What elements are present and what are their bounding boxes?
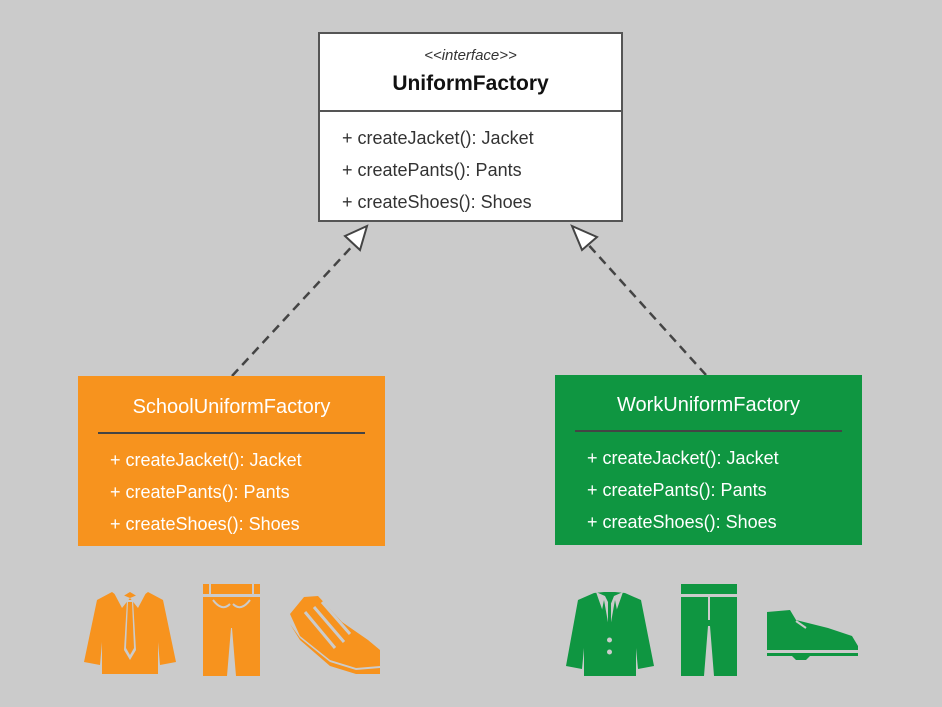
operation: + createShoes(): Shoes <box>110 514 300 534</box>
class-name: WorkUniformFactory <box>617 394 800 416</box>
operation: + createJacket(): Jacket <box>587 448 779 468</box>
operation: + createShoes(): Shoes <box>342 192 532 212</box>
work-realization-line <box>584 240 707 376</box>
pants-icon <box>203 584 260 676</box>
operation: + createPants(): Pants <box>342 160 522 180</box>
school-realization-line <box>231 240 358 377</box>
class-work-uniform-factory[interactable]: WorkUniformFactory + createJacket(): Jac… <box>555 375 862 545</box>
interface-name: UniformFactory <box>392 72 549 95</box>
operation: + createJacket(): Jacket <box>342 128 534 148</box>
class-school-uniform-factory[interactable]: SchoolUniformFactory + createJacket(): J… <box>78 376 385 546</box>
operation: + createPants(): Pants <box>110 482 290 502</box>
divider <box>98 432 365 434</box>
interface-header: <<interface>> UniformFactory <box>320 34 621 112</box>
divider <box>575 430 842 432</box>
interface-uniform-factory[interactable]: <<interface>> UniformFactory + createJac… <box>318 32 623 222</box>
work-realization-arrowhead <box>570 224 599 252</box>
interface-operations: + createJacket(): Jacket + createPants()… <box>320 112 621 218</box>
shirt-tie-icon <box>84 591 176 674</box>
slacks-icon <box>681 584 737 676</box>
operation: + createPants(): Pants <box>587 480 767 500</box>
interface-stereotype: <<interface>> <box>424 47 517 64</box>
dress-shoe-icon <box>767 610 858 660</box>
school-realization-arrowhead <box>343 224 369 252</box>
suit-jacket-icon <box>566 592 654 676</box>
class-name: SchoolUniformFactory <box>132 396 331 418</box>
operation: + createJacket(): Jacket <box>110 450 302 470</box>
operation: + createShoes(): Shoes <box>587 512 777 532</box>
sneaker-icon <box>290 596 380 674</box>
